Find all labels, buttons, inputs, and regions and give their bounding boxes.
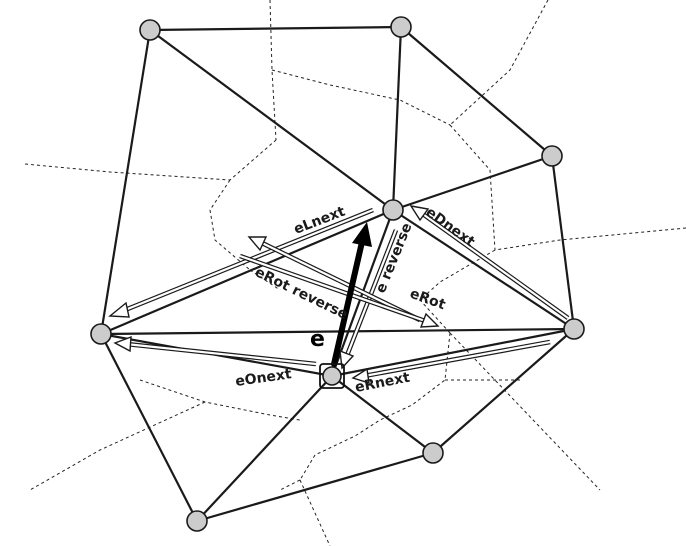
edge (99, 29, 152, 335)
edge (400, 26, 553, 157)
origin-vertex-box (319, 363, 345, 389)
dual-edge (269, 0, 277, 141)
arrow-eRnext (351, 339, 551, 384)
arrow-eRot-reverse (247, 236, 422, 323)
dual-edge (139, 379, 301, 421)
edge (100, 327, 575, 336)
edge (432, 328, 575, 454)
edge (100, 208, 394, 336)
dual-edge (271, 69, 451, 126)
label-eDnext: eDnext (423, 204, 478, 250)
dual-edge (449, 332, 601, 491)
label-eRot-reverse: eRot reverse (252, 264, 350, 323)
edge-e-arrow (331, 222, 372, 367)
vertices (90, 16, 585, 532)
vertex (139, 19, 161, 41)
vertex (541, 145, 563, 167)
edge (331, 375, 434, 454)
vertex (422, 442, 444, 464)
vertex (390, 16, 412, 38)
vertex (90, 323, 112, 345)
dual-edge (494, 227, 686, 251)
edge (392, 154, 553, 212)
dual-edges (24, 0, 686, 546)
edge (196, 451, 434, 523)
vertex (563, 318, 585, 340)
edge (149, 25, 402, 32)
arrow-eRot (239, 253, 440, 328)
dual-edge (449, 0, 549, 126)
arrow-eOnext (113, 335, 317, 367)
edge (196, 375, 333, 522)
dual-edge (279, 479, 301, 491)
label-eOnext: eOnext (234, 366, 293, 390)
edge (550, 155, 576, 330)
edge (100, 333, 198, 522)
arrow-eLnext (108, 207, 374, 318)
edge (331, 327, 575, 378)
dual-edge (419, 249, 496, 334)
vertex (382, 199, 404, 221)
dual-edge (209, 179, 251, 271)
dual-edge (29, 401, 206, 491)
dual-edge (449, 124, 496, 251)
dual-edge (249, 269, 281, 291)
arrow-eDnext (409, 205, 570, 320)
edge (391, 26, 403, 211)
labels: eLnext eDnext e reverse eRot reverse eRo… (234, 203, 478, 395)
edge (149, 29, 394, 211)
label-e: e (310, 327, 325, 352)
origin-vertex (322, 366, 342, 386)
vertex (186, 510, 208, 532)
dual-edge (24, 139, 277, 181)
label-eRot: eRot (408, 286, 448, 314)
edge (392, 209, 575, 330)
quad-edge-arrows (108, 205, 570, 384)
